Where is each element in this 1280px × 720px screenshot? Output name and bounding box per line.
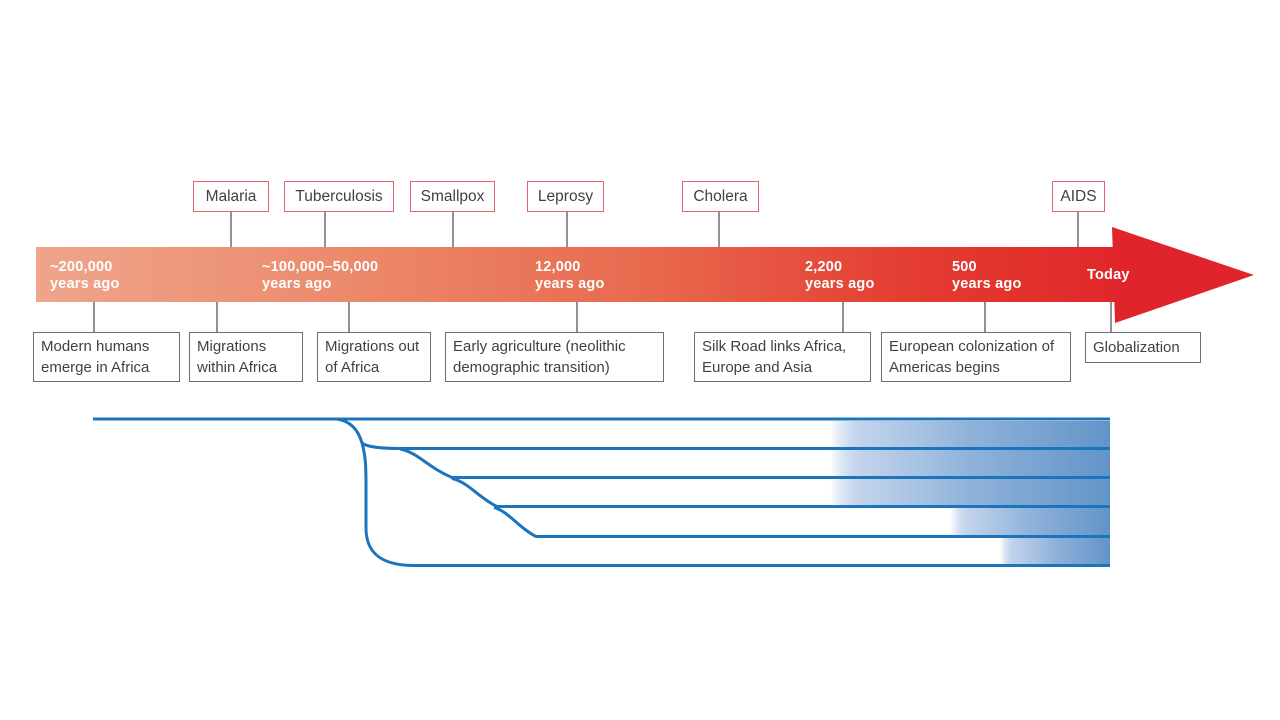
disease-connector-lines xyxy=(230,211,1079,248)
event-box-migrations-out: Migrations out of Africa xyxy=(317,332,431,382)
timeline-unit: years ago xyxy=(262,276,332,292)
event-box-globalization: Globalization xyxy=(1085,332,1201,363)
timeline-time: ~100,000–50,000 xyxy=(262,259,379,275)
disease-box-aids: AIDS xyxy=(1052,181,1105,212)
event-label: European colonization of Americas begins xyxy=(889,338,1055,376)
event-label: Migrations within Africa xyxy=(197,338,278,376)
disease-label: Leprosy xyxy=(537,187,594,205)
timeline-label-100000-50000: ~100,000–50,000 years ago xyxy=(262,259,378,293)
disease-label: Smallpox xyxy=(420,187,485,205)
timeline-time: Today xyxy=(1087,267,1130,283)
disease-box-smallpox: Smallpox xyxy=(410,181,495,212)
event-label: Silk Road links Africa, Europe and Asia xyxy=(702,338,847,376)
timeline-time: ~200,000 xyxy=(50,259,113,275)
disease-label: Tuberculosis xyxy=(295,187,383,205)
event-connector-lines xyxy=(93,295,1112,333)
event-box-european-colonization: European colonization of Americas begins xyxy=(881,332,1071,382)
timeline-unit: years ago xyxy=(535,276,605,292)
timeline-time: 500 xyxy=(952,259,977,275)
event-label: Globalization xyxy=(1093,339,1180,356)
timeline-time: 2,200 xyxy=(805,259,843,275)
event-label: Modern humans emerge in Africa xyxy=(41,338,150,376)
event-box-migrations-within: Migrations within Africa xyxy=(189,332,303,382)
disease-box-tuberculosis: Tuberculosis xyxy=(284,181,394,212)
timeline-unit: years ago xyxy=(952,276,1022,292)
disease-label: AIDS xyxy=(1060,187,1097,205)
disease-label: Cholera xyxy=(693,187,748,205)
timeline-label-2200: 2,200 years ago xyxy=(805,259,875,293)
disease-box-leprosy: Leprosy xyxy=(527,181,604,212)
timeline-arrow-body xyxy=(36,247,1132,302)
timeline-unit: years ago xyxy=(50,276,120,292)
event-box-silk-road: Silk Road links Africa, Europe and Asia xyxy=(694,332,871,382)
event-label: Migrations out of Africa xyxy=(325,338,420,376)
timeline-label-500: 500 years ago xyxy=(952,259,1022,293)
disease-label: Malaria xyxy=(205,187,257,205)
timeline-label-200000: ~200,000 years ago xyxy=(50,259,120,293)
population-tree-fills xyxy=(830,421,1110,564)
timeline-label-today: Today xyxy=(1087,267,1130,284)
event-box-modern-humans: Modern humans emerge in Africa xyxy=(33,332,180,382)
timeline-time: 12,000 xyxy=(535,259,581,275)
event-label: Early agriculture (neolithic demographic… xyxy=(453,338,626,376)
population-tree-branches xyxy=(93,417,1110,567)
timeline-unit: years ago xyxy=(805,276,875,292)
disease-box-cholera: Cholera xyxy=(682,181,759,212)
timeline-label-12000: 12,000 years ago xyxy=(535,259,605,293)
disease-box-malaria: Malaria xyxy=(193,181,269,212)
timeline-arrow-head xyxy=(1112,227,1254,323)
event-box-early-agriculture: Early agriculture (neolithic demographic… xyxy=(445,332,664,382)
